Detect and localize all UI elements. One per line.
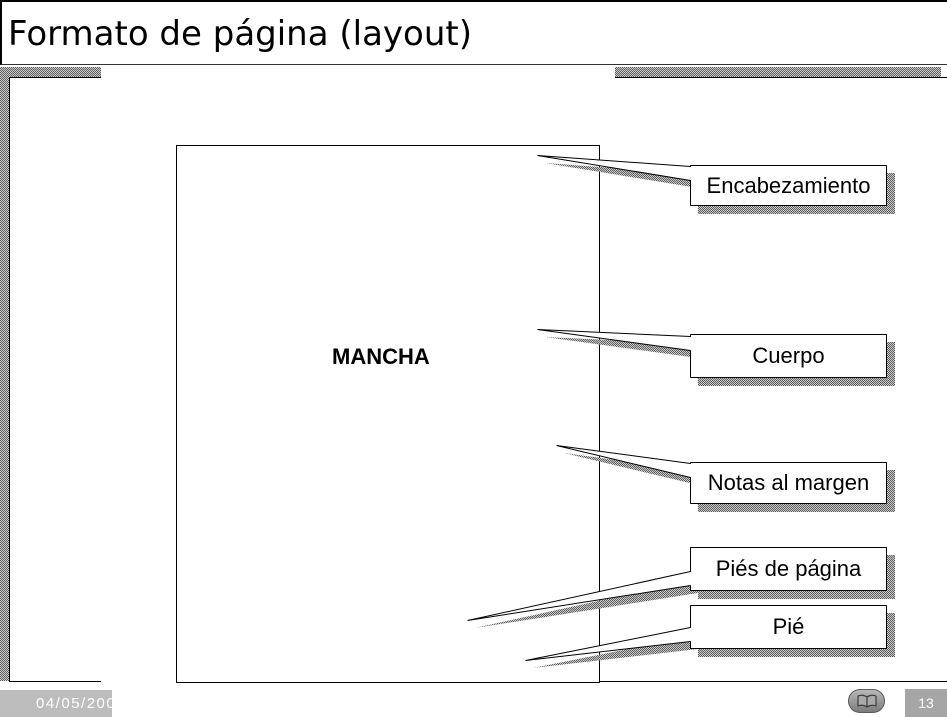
panel-border-bottom-left [9, 681, 101, 682]
callout-label-pies-de-pagina: Piés de página [715, 556, 862, 581]
slide-title: Formato de página (layout) [8, 14, 472, 54]
slide-number: 13 [905, 689, 947, 717]
panel-border-left [9, 77, 10, 682]
callout-label-pie: Pié [772, 614, 805, 639]
footer-date-box: 04/05/200 [0, 690, 112, 717]
page-diagram: MANCHA [176, 145, 600, 683]
panel-border-top-right [615, 77, 947, 78]
panel-shadow-top-left [0, 67, 101, 77]
panel-shadow-left [0, 67, 9, 681]
callout-label-cuerpo: Cuerpo [752, 343, 825, 368]
callout-label-encabezamiento: Encabezamiento [706, 172, 871, 198]
footer-date: 04/05/200 [36, 695, 112, 712]
book-icon [856, 694, 877, 708]
panel-border-top-left [9, 77, 101, 78]
title-bar: Formato de página (layout) [0, 0, 947, 65]
book-nav-button[interactable] [848, 689, 885, 713]
panel-shadow-top-right [615, 67, 941, 77]
callout-label-notas-al-margen: Notas al margen [707, 470, 870, 495]
page-label-mancha: MANCHA [332, 344, 430, 369]
panel-border-bottom-right [599, 681, 947, 682]
